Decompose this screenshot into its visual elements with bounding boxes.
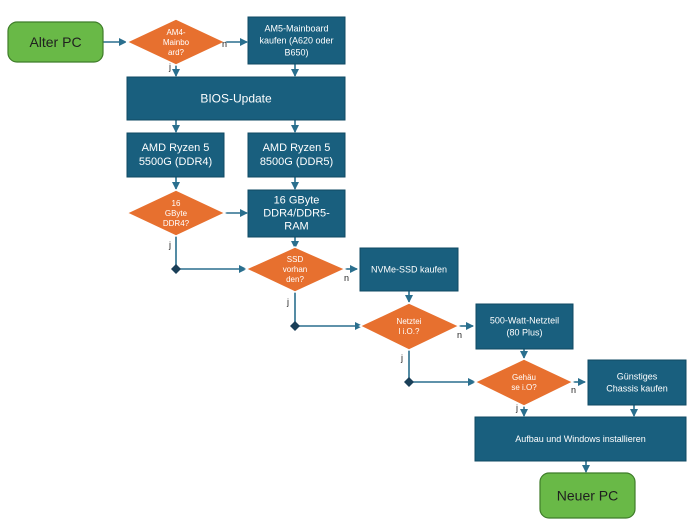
label-line: kaufen (A620 oder <box>259 36 333 46</box>
label-line: 500-Watt-Netzteil <box>490 316 559 326</box>
connectors <box>103 38 638 473</box>
label-line: Chassis kaufen <box>606 384 668 394</box>
label-line: Gehäu <box>512 373 536 382</box>
merge-point-1 <box>171 264 181 274</box>
label-line: vorhan <box>283 265 307 274</box>
process-bios-update: BIOS-Update <box>126 76 346 121</box>
ryzen-8500g-label: AMD Ryzen 5 8500G (DDR5) <box>260 142 333 168</box>
label-psu-yes: j <box>400 353 403 363</box>
label-line: ard? <box>168 48 185 57</box>
label-line: Aufbau und Windows installieren <box>515 434 646 444</box>
label-line: Netztei <box>397 317 422 326</box>
label-line: NVMe-SSD kaufen <box>371 265 447 275</box>
label-line: (80 Plus) <box>506 328 542 338</box>
process-psu-500w: 500-Watt-Netzteil (80 Plus) <box>475 303 574 350</box>
neuer-pc-label: Neuer PC <box>557 488 618 504</box>
label-line: 5500G (DDR4) <box>139 156 212 168</box>
process-ryzen-5500g: AMD Ryzen 5 5500G (DDR4) <box>126 132 225 178</box>
ryzen-5500g-label: AMD Ryzen 5 5500G (DDR4) <box>139 142 212 168</box>
process-assembly: Aufbau und Windows installieren <box>474 416 687 462</box>
label-psu-no: n <box>457 330 462 340</box>
label-line: DDR4/DDR5- <box>263 208 330 220</box>
terminal-neuer-pc: Neuer PC <box>539 472 636 519</box>
label-line: Mainbo <box>163 38 190 47</box>
merge-points <box>171 264 414 387</box>
alter-pc-label: Alter PC <box>29 34 81 50</box>
label-line: Günstiges <box>617 372 658 382</box>
label-line: l i.O.? <box>399 327 420 336</box>
assembly-label: Aufbau und Windows installieren <box>515 434 646 444</box>
label-line: Alter PC <box>29 34 81 50</box>
nvme-ssd-label: NVMe-SSD kaufen <box>371 265 447 275</box>
label-line: AMD Ryzen 5 <box>263 142 331 154</box>
label-line: BIOS-Update <box>200 92 272 106</box>
label-case-no: n <box>571 385 576 395</box>
label-line: RAM <box>284 221 308 233</box>
label-ssd-no: n <box>344 273 349 283</box>
label-line: 16 GByte <box>274 195 320 207</box>
bios-update-label: BIOS-Update <box>200 92 272 106</box>
label-ssd-yes: j <box>286 297 289 307</box>
process-nvme-ssd: NVMe-SSD kaufen <box>359 247 459 292</box>
merge-point-2 <box>290 321 300 331</box>
merge-point-3 <box>404 377 414 387</box>
psu-500w-label: 500-Watt-Netzteil (80 Plus) <box>490 316 559 338</box>
label-line: AM5-Mainboard <box>264 24 328 34</box>
terminal-alter-pc: Alter PC <box>7 21 104 63</box>
edge-labels: n j j n j n j n j <box>168 39 576 413</box>
label-line: GByte <box>165 209 188 218</box>
label-am4-no: n <box>222 39 227 49</box>
label-line: Neuer PC <box>557 488 618 504</box>
label-line: 8500G (DDR5) <box>260 156 333 168</box>
label-line: AM4- <box>166 28 185 37</box>
label-line: B650) <box>284 48 308 58</box>
label-line: 16 <box>172 199 181 208</box>
label-line: AMD Ryzen 5 <box>142 142 210 154</box>
label-am4-yes: j <box>168 62 171 72</box>
process-ryzen-8500g: AMD Ryzen 5 8500G (DDR5) <box>247 132 346 178</box>
label-line: se i.O? <box>511 383 537 392</box>
label-line: SSD <box>287 255 304 264</box>
label-ram-yes: j <box>168 240 171 250</box>
label-case-yes: j <box>515 403 518 413</box>
label-line: DDR4? <box>163 219 190 228</box>
label-line: den? <box>286 275 304 284</box>
